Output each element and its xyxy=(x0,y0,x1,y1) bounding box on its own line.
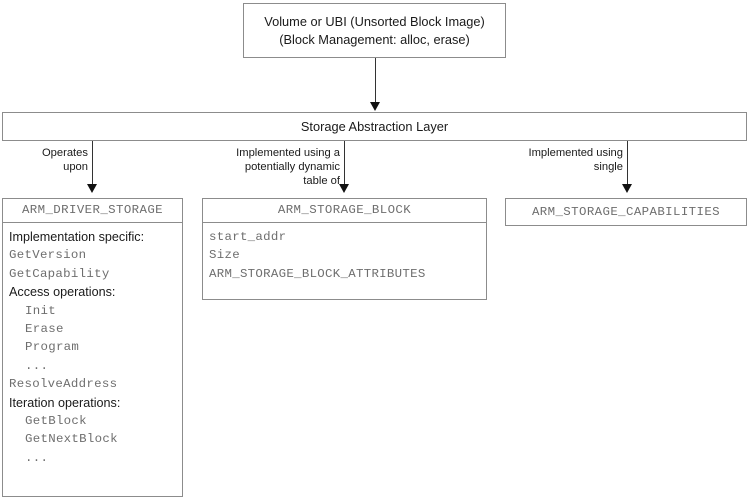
member-row: Init xyxy=(25,303,56,318)
connector-volume-to-sal xyxy=(375,58,376,104)
arm-driver-storage-members: Implementation specific: GetVersion GetC… xyxy=(3,223,182,496)
member-row: Iteration operations: xyxy=(9,395,121,410)
member-row: Access operations: xyxy=(9,285,116,300)
member-row: start_addr xyxy=(209,230,287,244)
member-row: GetBlock xyxy=(25,414,87,429)
member-row: ResolveAddress xyxy=(9,377,118,392)
connector-sal-to-block xyxy=(344,141,345,185)
volume-ubi-box: Volume or UBI (Unsorted Block Image) (Bl… xyxy=(243,3,506,58)
connector-sal-to-driver xyxy=(92,141,93,185)
edge-label-implemented-using-table: Implemented using a potentially dynamic … xyxy=(236,147,340,187)
storage-abstraction-layer-label: Storage Abstraction Layer xyxy=(300,119,449,134)
member-row: GetNextBlock xyxy=(25,432,118,447)
volume-ubi-line-2: (Block Management: alloc, erase) xyxy=(279,31,470,47)
arrowhead-sal-to-driver xyxy=(87,184,97,193)
arm-storage-capabilities-header: ARM_STORAGE_CAPABILITIES xyxy=(531,205,721,219)
arm-storage-block-header: ARM_STORAGE_BLOCK xyxy=(203,199,486,223)
arrowhead-sal-to-block xyxy=(339,184,349,193)
member-row: Program xyxy=(25,340,80,355)
member-row: Erase xyxy=(25,322,64,337)
member-row: ARM_STORAGE_BLOCK_ATTRIBUTES xyxy=(209,266,426,281)
arm-storage-capabilities-box: ARM_STORAGE_CAPABILITIES xyxy=(505,198,747,226)
storage-abstraction-layer-box: Storage Abstraction Layer xyxy=(2,112,747,141)
arm-driver-storage-header: ARM_DRIVER_STORAGE xyxy=(3,199,182,223)
member-row: GetCapability xyxy=(9,266,110,281)
arm-storage-block-box: ARM_STORAGE_BLOCK start_addr Size ARM_ST… xyxy=(202,198,487,300)
arrowhead-volume-to-sal xyxy=(370,102,380,111)
edge-label-implemented-using-single: Implemented using single xyxy=(528,147,623,173)
member-row: Implementation specific: xyxy=(9,230,145,244)
arm-driver-storage-box: ARM_DRIVER_STORAGE Implementation specif… xyxy=(2,198,183,497)
arrowhead-sal-to-capabilities xyxy=(622,184,632,193)
member-row: ... xyxy=(25,358,49,373)
member-row: Size xyxy=(209,248,240,263)
member-row: GetVersion xyxy=(9,248,87,263)
volume-ubi-line-1: Volume or UBI (Unsorted Block Image) xyxy=(264,13,485,29)
arm-storage-block-members: start_addr Size ARM_STORAGE_BLOCK_ATTRIB… xyxy=(203,223,486,299)
edge-label-operates-upon: Operates upon xyxy=(41,147,88,173)
connector-sal-to-capabilities xyxy=(627,141,628,185)
member-row: ... xyxy=(25,450,49,465)
